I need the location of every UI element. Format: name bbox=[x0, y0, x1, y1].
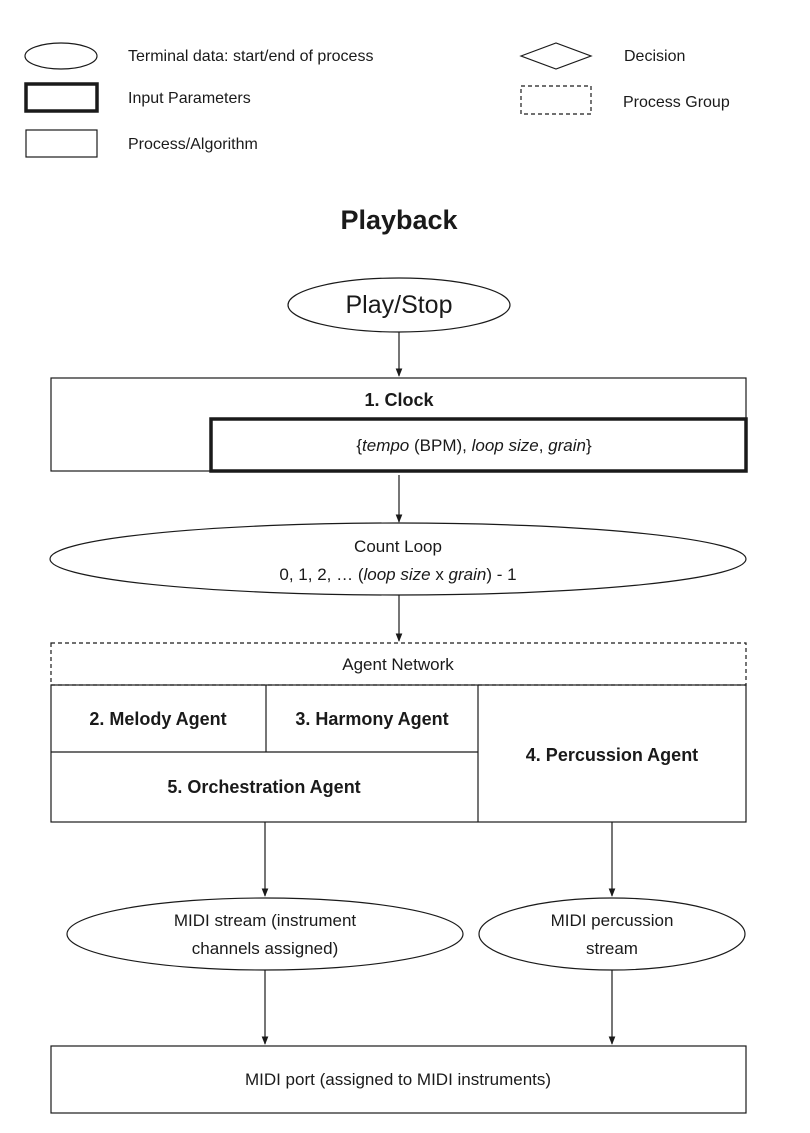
clock-params-label: {tempo (BPM), loop size, grain} bbox=[356, 436, 592, 455]
percussion-agent-label: 4. Percussion Agent bbox=[526, 745, 698, 765]
count-loop-title: Count Loop bbox=[354, 537, 442, 556]
midi-percussion-terminal bbox=[478, 897, 746, 971]
legend-terminal-label: Terminal data: start/end of process bbox=[128, 48, 373, 65]
clock-params-input bbox=[209, 417, 748, 473]
harmony-agent-label: 3. Harmony Agent bbox=[295, 709, 448, 729]
clock-label: 1. Clock bbox=[364, 390, 434, 410]
midi-port-process bbox=[50, 1045, 747, 1114]
melody-agent-label: 2. Melody Agent bbox=[89, 709, 226, 729]
orchestration-agent-label: 5. Orchestration Agent bbox=[167, 777, 360, 797]
agent-network-label: Agent Network bbox=[342, 655, 454, 674]
agents-frame bbox=[50, 684, 747, 823]
midi-port-label: MIDI port (assigned to MIDI instruments) bbox=[245, 1070, 551, 1089]
legend-process-shape bbox=[25, 129, 98, 158]
diagram-title: Playback bbox=[340, 205, 458, 235]
legend-group-label: Process Group bbox=[623, 94, 730, 111]
legend-group-shape bbox=[520, 85, 592, 115]
legend-input-label: Input Parameters bbox=[128, 90, 251, 107]
count-loop-range: 0, 1, 2, … (loop size x grain) - 1 bbox=[279, 565, 516, 584]
legend: Terminal data: start/end of process Inpu… bbox=[24, 42, 730, 158]
midi-percussion-line-2: stream bbox=[586, 939, 638, 958]
legend-decision-shape bbox=[519, 42, 593, 70]
midi-stream-terminal bbox=[66, 897, 464, 971]
legend-terminal-shape bbox=[24, 42, 98, 70]
agent-network-group bbox=[50, 642, 747, 686]
count-loop-terminal bbox=[49, 522, 747, 596]
midi-stream-line-2: channels assigned) bbox=[192, 939, 338, 958]
midi-stream-line-1: MIDI stream (instrument bbox=[174, 911, 357, 930]
legend-input-shape bbox=[24, 82, 99, 113]
legend-decision-label: Decision bbox=[624, 48, 685, 65]
start-label: Play/Stop bbox=[345, 291, 452, 319]
midi-percussion-line-1: MIDI percussion bbox=[551, 911, 674, 930]
legend-process-label: Process/Algorithm bbox=[128, 136, 258, 153]
